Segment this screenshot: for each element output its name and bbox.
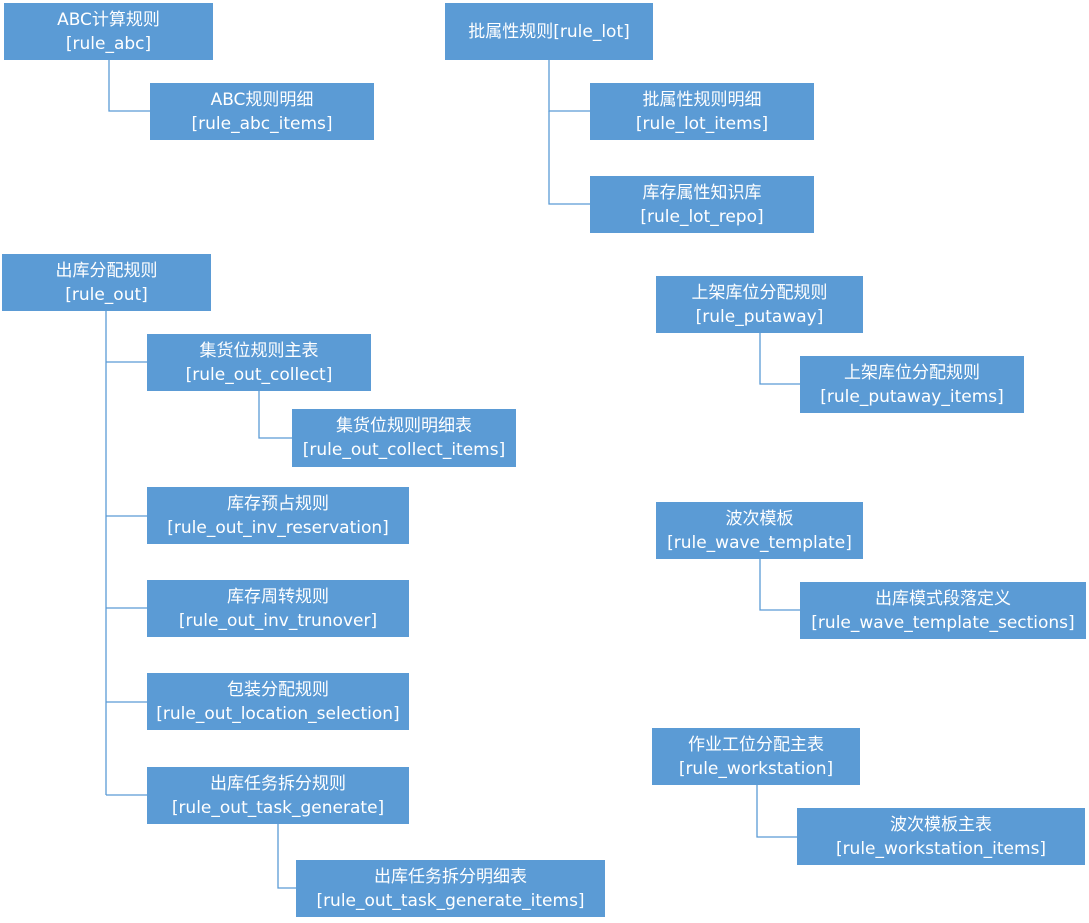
node-rule-abc-items: ABC规则明细 [rule_abc_items] — [150, 83, 374, 140]
node-code: [rule_out] — [65, 284, 148, 305]
node-rule-wave-template: 波次模板 [rule_wave_template] — [656, 502, 863, 559]
node-rule-out: 出库分配规则 [rule_out] — [2, 254, 211, 311]
node-rule-putaway-items: 上架库位分配规则 [rule_putaway_items] — [800, 356, 1024, 413]
node-title: 上架库位分配规则 — [691, 282, 828, 303]
node-title: 波次模板 — [725, 508, 794, 529]
node-code: [rule_abc_items] — [191, 113, 333, 134]
node-rule-out-inv-trunover: 库存周转规则 [rule_out_inv_trunover] — [147, 580, 409, 637]
node-rule-out-collect-items: 集货位规则明细表 [rule_out_collect_items] — [292, 409, 516, 467]
node-rule-lot-repo: 库存属性知识库 [rule_lot_repo] — [590, 176, 814, 233]
connector-abc-items — [108, 60, 150, 112]
connector-wave-sections — [759, 559, 800, 611]
node-title: 集货位规则主表 — [199, 340, 319, 361]
node-title: 波次模板主表 — [890, 814, 992, 835]
node-code: [rule_workstation] — [678, 758, 834, 779]
node-code: [rule_out_location_selection] — [156, 703, 400, 724]
node-title: 库存预占规则 — [227, 493, 329, 514]
node-rule-out-location-selection: 包装分配规则 [rule_out_location_selection] — [147, 673, 409, 730]
node-title: 库存属性知识库 — [642, 182, 762, 203]
connector-task-items — [277, 824, 296, 889]
node-title: 包装分配规则 — [227, 679, 329, 700]
node-rule-abc: ABC计算规则 [rule_abc] — [4, 3, 213, 60]
node-title: 出库任务拆分明细表 — [374, 866, 527, 887]
node-rule-out-inv-reservation: 库存预占规则 [rule_out_inv_reservation] — [147, 487, 409, 544]
connector-lot-items — [548, 60, 590, 112]
node-code: [rule_out_inv_trunover] — [178, 610, 378, 631]
node-title: 批属性规则明细 — [642, 89, 762, 110]
node-title: 库存周转规则 — [227, 586, 329, 607]
node-code: [rule_out_task_generate_items] — [316, 890, 585, 911]
node-title: 作业工位分配主表 — [688, 734, 824, 755]
node-code: [rule_lot_repo] — [640, 206, 764, 227]
node-title: 出库模式段落定义 — [875, 588, 1011, 609]
node-title: 批属性规则[rule_lot] — [468, 21, 630, 42]
node-title: 上架库位分配规则 — [844, 362, 980, 383]
node-title: 集货位规则明细表 — [336, 416, 472, 436]
connector-workstation-items — [756, 785, 797, 838]
node-rule-out-collect: 集货位规则主表 [rule_out_collect] — [147, 334, 371, 391]
node-code: [rule_out_collect] — [185, 364, 333, 385]
node-title: ABC计算规则 — [57, 9, 160, 30]
node-title: 出库分配规则 — [55, 260, 158, 281]
node-rule-out-task-generate-items: 出库任务拆分明细表 [rule_out_task_generate_items] — [296, 860, 605, 917]
node-code: [rule_putaway_items] — [820, 386, 1004, 407]
connector-collect-items — [258, 391, 292, 439]
node-rule-lot: 批属性规则[rule_lot] — [445, 3, 653, 60]
node-rule-wave-template-sections: 出库模式段落定义 [rule_wave_template_sections] — [800, 582, 1086, 639]
connector-putaway-items — [759, 333, 800, 385]
node-title: 出库任务拆分规则 — [210, 773, 346, 794]
node-code: [rule_lot_items] — [635, 113, 769, 134]
node-code: [rule_abc] — [65, 33, 152, 54]
node-title: ABC规则明细 — [210, 89, 314, 110]
node-rule-putaway: 上架库位分配规则 [rule_putaway] — [656, 276, 863, 333]
node-code: [rule_out_task_generate] — [171, 797, 385, 818]
node-rule-workstation-items: 波次模板主表 [rule_workstation_items] — [797, 808, 1085, 865]
connector-lot-repo — [548, 111, 590, 205]
node-code: [rule_wave_template] — [667, 532, 852, 553]
node-code: [rule_wave_template_sections] — [811, 612, 1075, 633]
node-code: [rule_out_collect_items] — [302, 440, 506, 460]
node-code: [rule_putaway] — [695, 306, 824, 327]
node-code: [rule_workstation_items] — [835, 838, 1047, 859]
node-code: [rule_out_inv_reservation] — [167, 517, 389, 538]
node-rule-out-task-generate: 出库任务拆分规则 [rule_out_task_generate] — [147, 767, 409, 824]
node-rule-lot-items: 批属性规则明细 [rule_lot_items] — [590, 83, 814, 140]
node-rule-workstation: 作业工位分配主表 [rule_workstation] — [652, 728, 860, 785]
